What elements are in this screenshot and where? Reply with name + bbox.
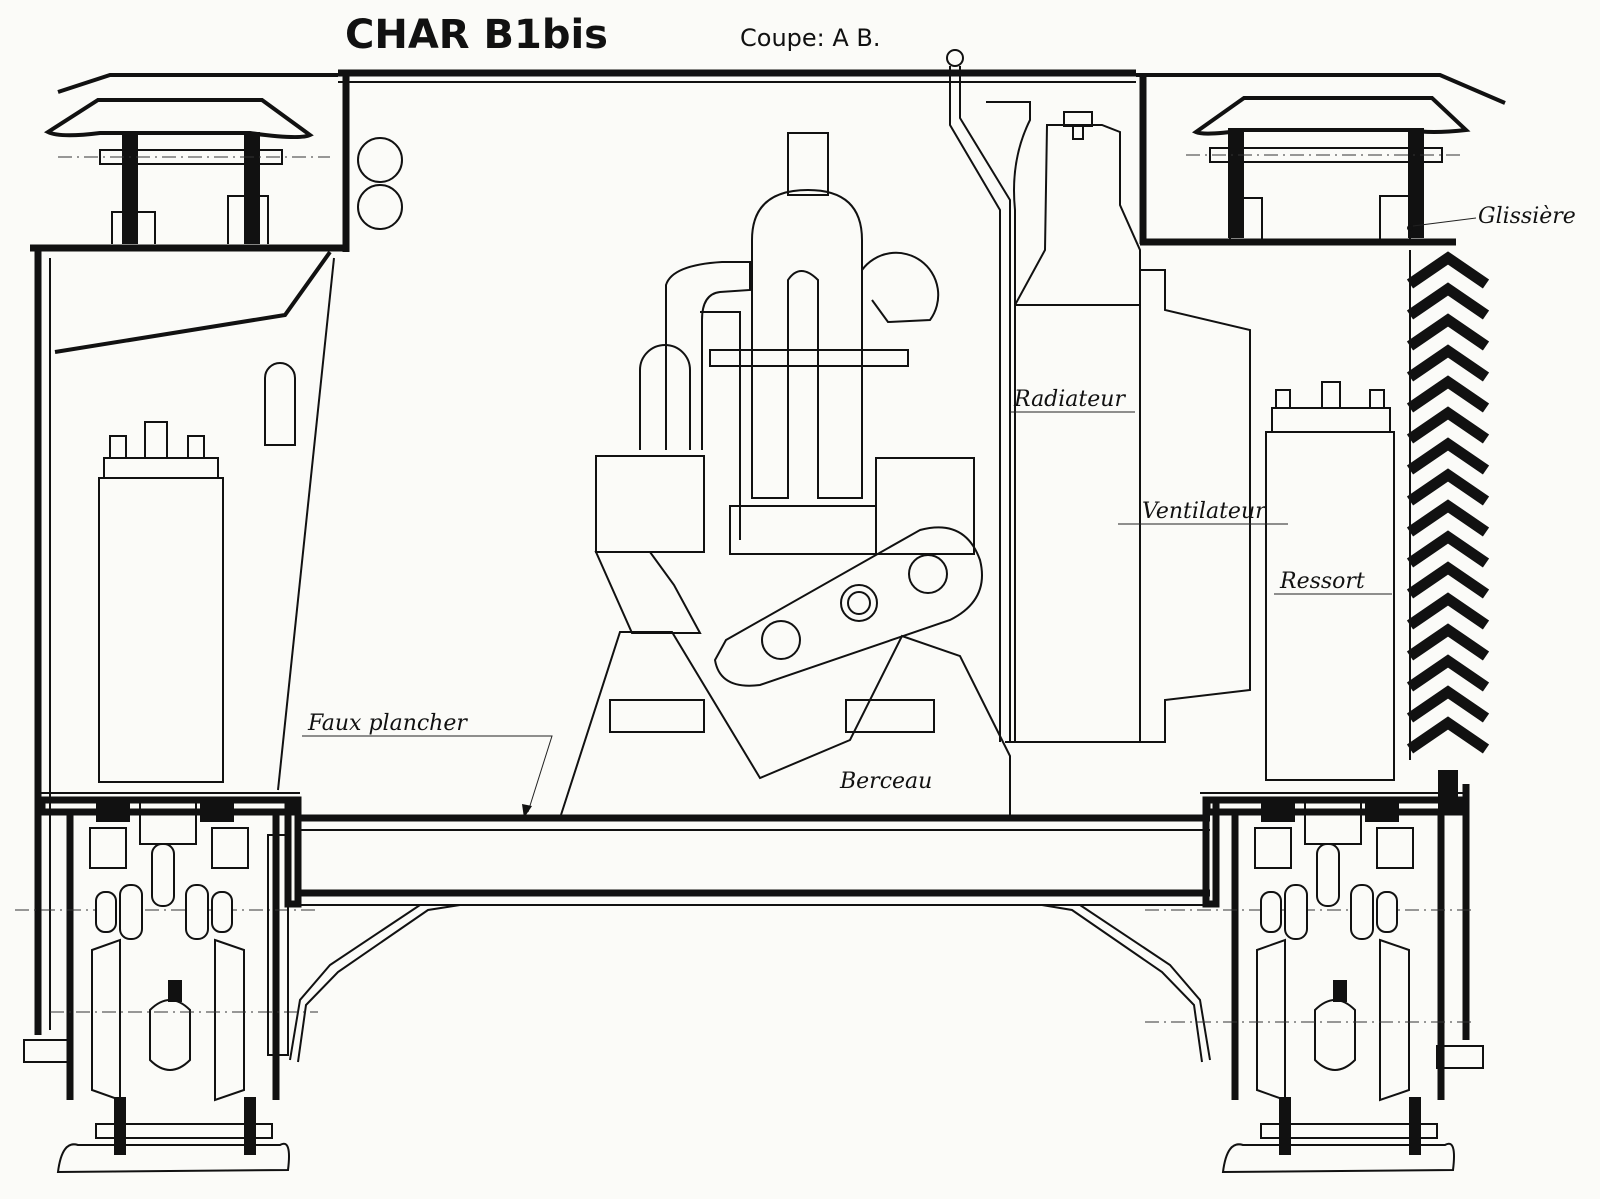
svg-text:Radiateur: Radiateur bbox=[1013, 387, 1126, 412]
chevron-plate bbox=[1406, 530, 1490, 568]
left-bogie bbox=[15, 796, 320, 1174]
chevron-plate bbox=[1406, 685, 1490, 723]
chevron-plate bbox=[1406, 344, 1490, 382]
chevron-plate bbox=[1406, 251, 1490, 289]
svg-text:Ressort: Ressort bbox=[1279, 569, 1365, 594]
label-radiateur: Radiateur bbox=[1010, 387, 1135, 413]
small-tank bbox=[264, 362, 296, 446]
chevron-plate bbox=[1406, 282, 1490, 320]
hull-roof bbox=[57, 69, 1506, 105]
right-spring bbox=[1265, 381, 1395, 781]
svg-text:Glissière: Glissière bbox=[1478, 204, 1576, 229]
chevron-plate bbox=[1406, 437, 1490, 475]
floor-struts bbox=[289, 904, 1211, 1063]
right-hull-wall bbox=[1139, 73, 1470, 1040]
chevron-plate bbox=[1406, 375, 1490, 413]
chevron-plate bbox=[1406, 561, 1490, 599]
label-ventilateur: Ventilateur bbox=[1118, 499, 1288, 525]
right-bogie bbox=[1145, 796, 1484, 1174]
label-ressort: Ressort bbox=[1274, 569, 1392, 595]
svg-text:Ventilateur: Ventilateur bbox=[1142, 499, 1267, 524]
radiator-assembly bbox=[946, 49, 1251, 743]
roof-conduits-left bbox=[357, 137, 403, 230]
chevron-plate bbox=[1406, 406, 1490, 444]
left-battery bbox=[98, 421, 224, 783]
drawing-title: CHAR B1bis bbox=[345, 12, 608, 58]
left-track-guard bbox=[43, 98, 330, 244]
skirt-mount bbox=[1438, 770, 1458, 810]
engine-block bbox=[559, 132, 1011, 819]
svg-text:Berceau: Berceau bbox=[839, 769, 932, 794]
chevron-plate bbox=[1406, 499, 1490, 537]
svg-text:Faux plancher: Faux plancher bbox=[307, 711, 468, 736]
chevron-skirt bbox=[1406, 251, 1490, 810]
left-hull-wall bbox=[30, 73, 350, 1035]
label-glissiere: Glissière bbox=[1412, 204, 1576, 229]
chevron-plate bbox=[1406, 468, 1490, 506]
chevron-plate bbox=[1406, 592, 1490, 630]
chevron-plate bbox=[1406, 623, 1490, 661]
right-track-guard bbox=[1186, 96, 1471, 242]
label-berceau: Berceau bbox=[839, 769, 932, 794]
chevron-plate bbox=[1406, 313, 1490, 351]
chevron-plate bbox=[1406, 654, 1490, 692]
section-label: Coupe: A B. bbox=[740, 24, 881, 52]
label-faux-plancher: Faux plancher bbox=[302, 711, 553, 818]
chevron-plate bbox=[1406, 716, 1490, 754]
